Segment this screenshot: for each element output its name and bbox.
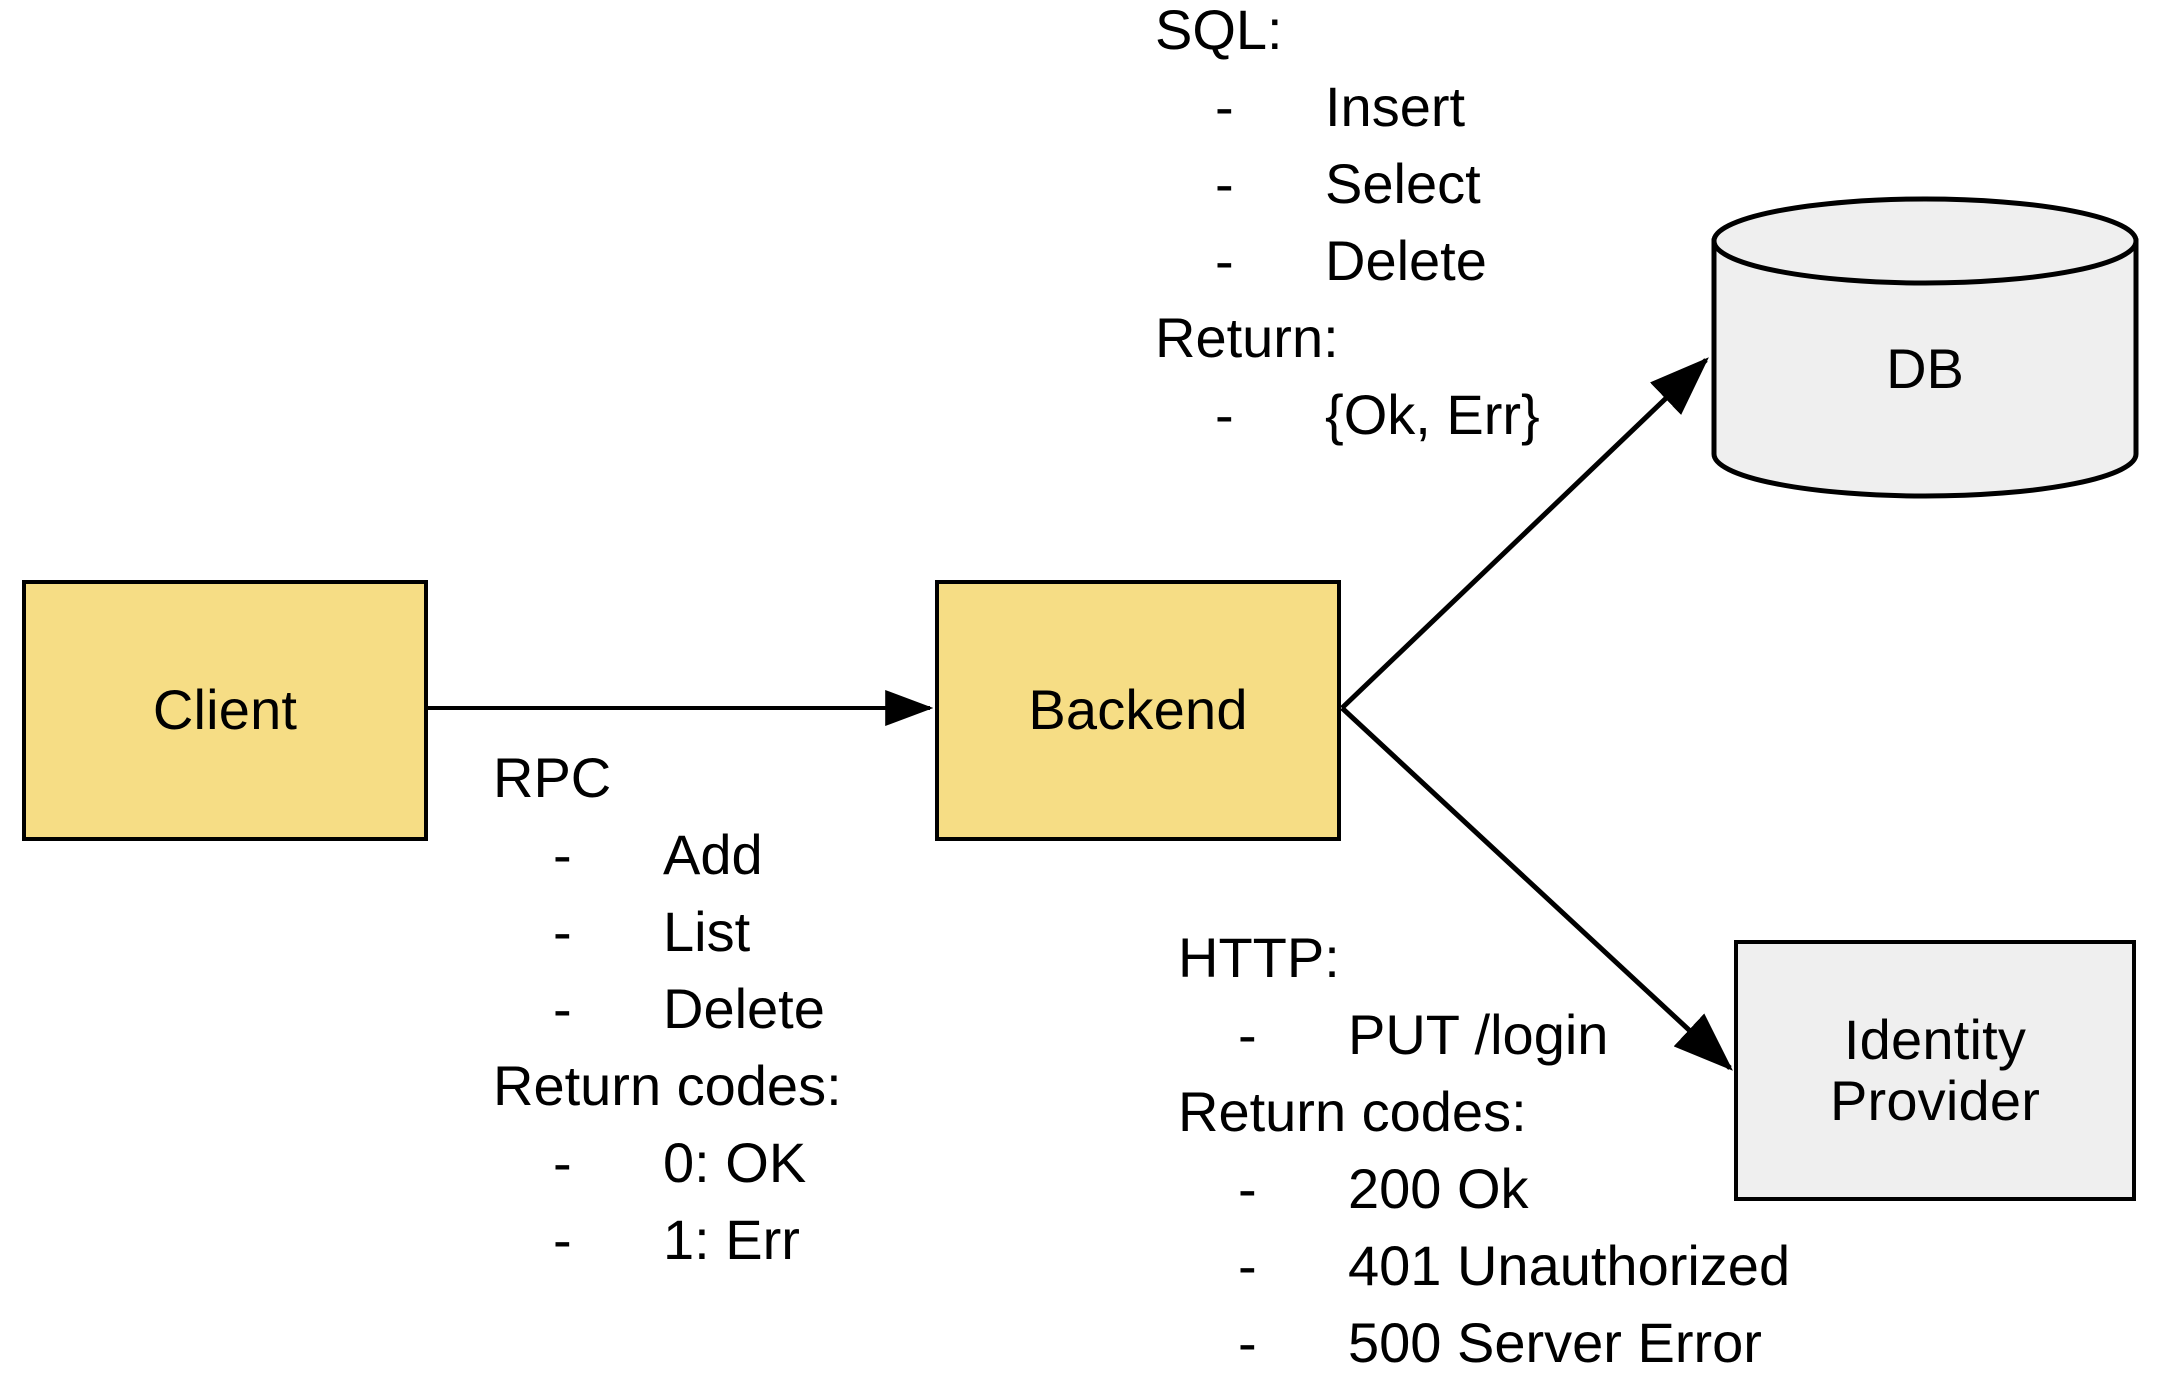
http-return-item-label: 401 Unauthorized	[1348, 1234, 1791, 1297]
node-db-label: DB	[1886, 337, 1964, 400]
rpc-item: - Add	[493, 816, 842, 893]
http-item: - PUT /login	[1178, 996, 1790, 1073]
sql-item: - Insert	[1155, 68, 1540, 145]
http-return-item: - 500 Server Error	[1178, 1304, 1790, 1381]
node-backend-label: Backend	[1028, 678, 1248, 742]
http-return-item: - 401 Unauthorized	[1178, 1227, 1790, 1304]
node-client-label: Client	[152, 678, 298, 742]
node-identity-provider[interactable]: Identity Provider	[1734, 940, 2136, 1201]
bullet-dash: -	[1215, 75, 1234, 138]
http-return-item-label: 500 Server Error	[1348, 1311, 1762, 1374]
rpc-item-label: Add	[663, 823, 763, 886]
rpc-return-item: - 0: OK	[493, 1124, 842, 1201]
rpc-return-item-label: 1: Err	[663, 1208, 800, 1271]
rpc-return-item: - 1: Err	[493, 1201, 842, 1278]
sql-return-heading: Return:	[1155, 306, 1339, 369]
node-db[interactable]: DB	[1710, 195, 2140, 500]
http-return-item: - 200 Ok	[1178, 1150, 1790, 1227]
rpc-item-label: Delete	[663, 977, 825, 1040]
database-cylinder-icon	[1711, 196, 2139, 499]
bullet-dash: -	[1215, 229, 1234, 292]
bullet-dash: -	[553, 1131, 572, 1194]
sql-item-label: Delete	[1325, 229, 1487, 292]
bullet-dash: -	[1238, 1157, 1257, 1220]
sql-item-label: Insert	[1325, 75, 1466, 138]
bullet-dash: -	[553, 900, 572, 963]
idp-label-line-1: Identity	[1843, 1008, 2027, 1072]
sql-item-label: Select	[1325, 152, 1481, 215]
sql-item: - Select	[1155, 145, 1540, 222]
sql-return-item: - {Ok, Err}	[1155, 376, 1540, 453]
sql-heading: SQL:	[1155, 0, 1283, 61]
bullet-dash: -	[1238, 1234, 1257, 1297]
http-return-heading: Return codes:	[1178, 1080, 1527, 1143]
bullet-dash: -	[553, 977, 572, 1040]
annotation-sql: SQL: - Insert - Select - Delete Return: - {O…	[1155, 0, 1540, 453]
node-backend[interactable]: Backend	[935, 580, 1341, 841]
sql-return-item-label: {Ok, Err}	[1325, 383, 1540, 446]
node-db-label-wrap: DB	[1710, 195, 2140, 500]
bullet-dash: -	[553, 1208, 572, 1271]
annotation-http: HTTP: -PUT /login Return codes: -200 Ok …	[1178, 919, 1790, 1381]
bullet-dash: -	[1215, 383, 1234, 446]
rpc-item-label: List	[663, 900, 751, 963]
rpc-item: - Delete	[493, 970, 842, 1047]
rpc-heading: RPC	[493, 746, 612, 809]
http-item-label: PUT /login	[1348, 1003, 1609, 1066]
rpc-return-heading: Return codes:	[493, 1054, 842, 1117]
bullet-dash: -	[1238, 1311, 1257, 1374]
http-return-item-label: 200 Ok	[1348, 1157, 1529, 1220]
rpc-item: - List	[493, 893, 842, 970]
node-client[interactable]: Client	[22, 580, 428, 841]
idp-label-line-2: Provider	[1829, 1068, 2041, 1132]
bullet-dash: -	[1238, 1003, 1257, 1066]
annotation-rpc: RPC - Add - List - Delete Return codes: - 0:…	[493, 739, 842, 1278]
rpc-return-item-label: 0: OK	[663, 1131, 807, 1194]
bullet-dash: -	[553, 823, 572, 886]
bullet-dash: -	[1215, 152, 1234, 215]
http-heading: HTTP:	[1178, 926, 1340, 989]
sql-item: - Delete	[1155, 222, 1540, 299]
node-identity-provider-label: Identity Provider	[1829, 1008, 2041, 1132]
